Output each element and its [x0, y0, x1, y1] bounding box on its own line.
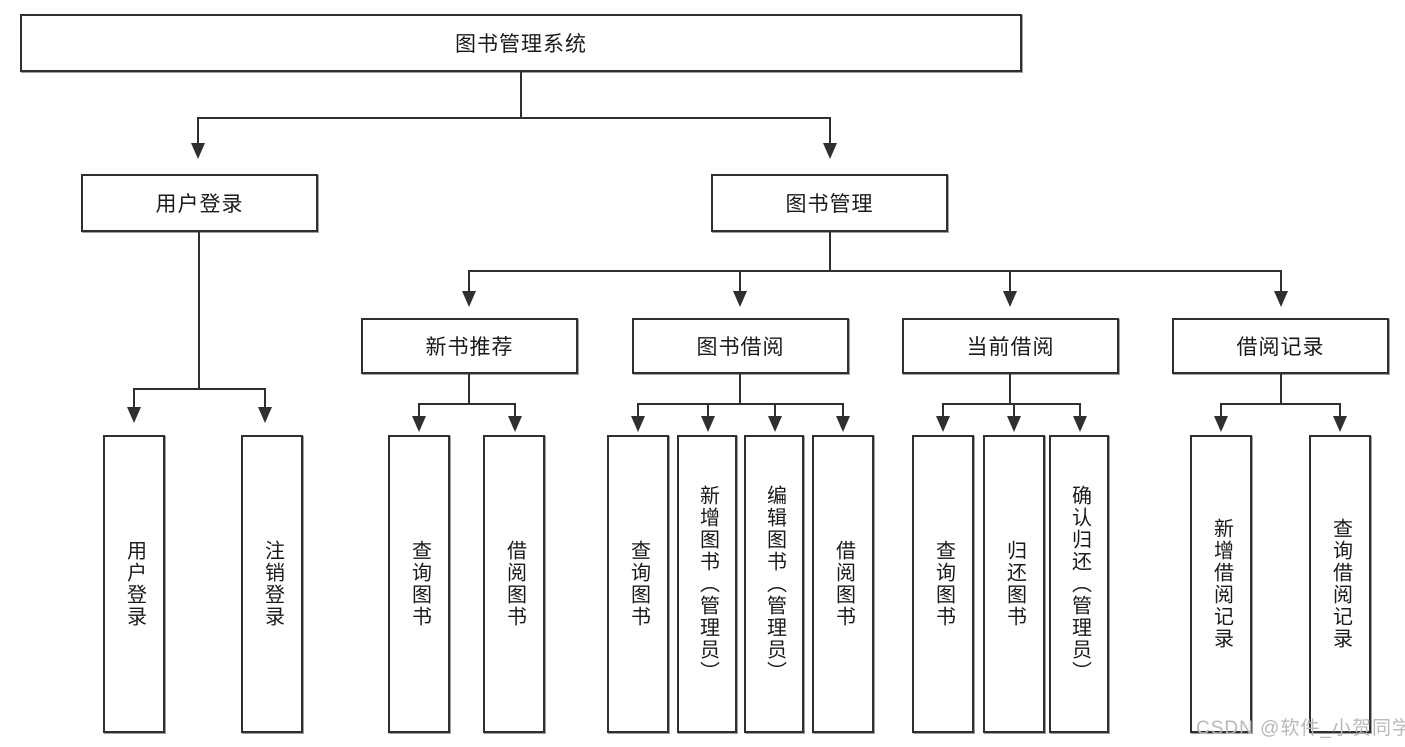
connector-user-login-child2-drop: [264, 388, 266, 408]
arrow-to-borrow-record: [1274, 291, 1288, 307]
node-label: 查询图书: [627, 540, 650, 628]
node-label: 新增图书（管理员）: [696, 485, 719, 683]
connector-br-drop-1: [1220, 403, 1222, 417]
connector-nbr-drop-1: [418, 403, 420, 417]
arrow-to-new-book-recommend: [462, 291, 476, 307]
connector-borrow-record-stem: [1280, 374, 1282, 404]
arrow-to-bb-child-3: [768, 416, 782, 432]
arrow-to-bb-child-2: [701, 416, 715, 432]
connector-level2-right-drop: [829, 117, 831, 145]
connector-cb-drop-2: [1013, 403, 1015, 417]
node-label: 注销登录: [261, 540, 284, 628]
connector-level3-drop-2: [739, 270, 741, 292]
node-label: 借阅图书: [503, 540, 526, 628]
arrow-to-cb-child-2: [1007, 416, 1021, 432]
node-label: 用户登录: [155, 193, 244, 216]
leaf-nbr-borrow-book[interactable]: 借阅图书: [483, 435, 545, 733]
leaf-nbr-query-book[interactable]: 查询图书: [388, 435, 450, 733]
leaf-br-query-record[interactable]: 查询借阅记录: [1309, 435, 1371, 733]
node-label: 新增借阅记录: [1210, 518, 1233, 650]
leaf-cb-return-book[interactable]: 归还图书: [983, 435, 1045, 733]
connector-user-login-stem: [198, 232, 200, 389]
leaf-bb-query-book[interactable]: 查询图书: [607, 435, 669, 733]
node-label: 确认归还（管理员）: [1068, 485, 1091, 683]
connector-user-login-child1-drop: [133, 388, 135, 408]
connector-br-drop-2: [1339, 403, 1341, 417]
node-borrow-record[interactable]: 借阅记录: [1172, 318, 1389, 374]
node-label: 借阅记录: [1236, 336, 1325, 359]
arrow-to-user-login: [191, 143, 205, 159]
node-label: 当前借阅: [966, 336, 1055, 359]
arrow-to-nbr-child-1: [412, 416, 426, 432]
connector-level3-drop-3: [1009, 270, 1011, 292]
node-new-book-recommend[interactable]: 新书推荐: [361, 318, 578, 374]
arrow-to-br-child-2: [1333, 416, 1347, 432]
arrow-to-nbr-child-2: [508, 416, 522, 432]
connector-book-management-stem: [829, 232, 831, 272]
arrow-to-book-management: [823, 143, 837, 159]
arrow-to-bb-child-1: [631, 416, 645, 432]
arrow-to-cb-child-1: [936, 416, 950, 432]
node-label: 图书管理系统: [455, 33, 587, 56]
arrow-to-book-borrow: [733, 291, 747, 307]
arrow-to-current-borrow: [1003, 291, 1017, 307]
connector-new-book-recommend-bus: [418, 403, 516, 405]
leaf-bb-add-book-admin[interactable]: 新增图书（管理员）: [677, 435, 737, 733]
node-label: 编辑图书（管理员）: [763, 485, 786, 683]
leaf-cb-confirm-return-admin[interactable]: 确认归还（管理员）: [1049, 435, 1109, 733]
arrow-to-br-child-1: [1214, 416, 1228, 432]
connector-book-borrow-bus: [637, 403, 843, 405]
connector-cb-drop-1: [942, 403, 944, 417]
node-root-book-management-system[interactable]: 图书管理系统: [20, 14, 1022, 72]
node-label: 图书管理: [785, 193, 874, 216]
node-label: 查询图书: [932, 540, 955, 628]
connector-book-borrow-stem: [739, 374, 741, 404]
arrow-to-cb-child-3: [1073, 416, 1087, 432]
connector-level3-drop-4: [1280, 270, 1282, 292]
arrow-to-bb-child-4: [836, 416, 850, 432]
connector-level3-bus: [468, 270, 1280, 272]
connector-new-book-recommend-stem: [468, 374, 470, 404]
arrow-to-user-login-leaf: [127, 407, 141, 423]
node-label: 查询借阅记录: [1329, 518, 1352, 650]
connector-user-login-bus: [133, 388, 264, 390]
connector-bb-drop-1: [637, 403, 639, 417]
leaf-user-login[interactable]: 用户登录: [103, 435, 165, 733]
connector-level2-bus: [197, 117, 831, 119]
node-label: 用户登录: [123, 540, 146, 628]
connector-borrow-record-bus: [1220, 403, 1341, 405]
connector-nbr-drop-2: [514, 403, 516, 417]
connector-current-borrow-bus: [942, 403, 1080, 405]
connector-level3-drop-1: [468, 270, 470, 292]
connector-root-stem: [520, 72, 522, 118]
node-current-borrow[interactable]: 当前借阅: [902, 318, 1119, 374]
node-user-login[interactable]: 用户登录: [81, 174, 318, 232]
leaf-logout[interactable]: 注销登录: [241, 435, 303, 733]
leaf-cb-query-book[interactable]: 查询图书: [912, 435, 974, 733]
connector-cb-drop-3: [1079, 403, 1081, 417]
leaf-bb-edit-book-admin[interactable]: 编辑图书（管理员）: [744, 435, 804, 733]
node-label: 新书推荐: [425, 336, 514, 359]
connector-bb-drop-3: [774, 403, 776, 417]
connector-bb-drop-4: [842, 403, 844, 417]
node-label: 归还图书: [1003, 540, 1026, 628]
node-label: 图书借阅: [696, 336, 785, 359]
connector-current-borrow-stem: [1009, 374, 1011, 404]
leaf-bb-borrow-book[interactable]: 借阅图书: [812, 435, 874, 733]
leaf-br-add-record[interactable]: 新增借阅记录: [1190, 435, 1252, 733]
node-label: 借阅图书: [832, 540, 855, 628]
connector-bb-drop-2: [707, 403, 709, 417]
connector-level2-left-drop: [197, 117, 199, 145]
arrow-to-logout-leaf: [258, 407, 272, 423]
node-book-management[interactable]: 图书管理: [711, 174, 948, 232]
node-label: 查询图书: [408, 540, 431, 628]
node-book-borrow[interactable]: 图书借阅: [632, 318, 849, 374]
